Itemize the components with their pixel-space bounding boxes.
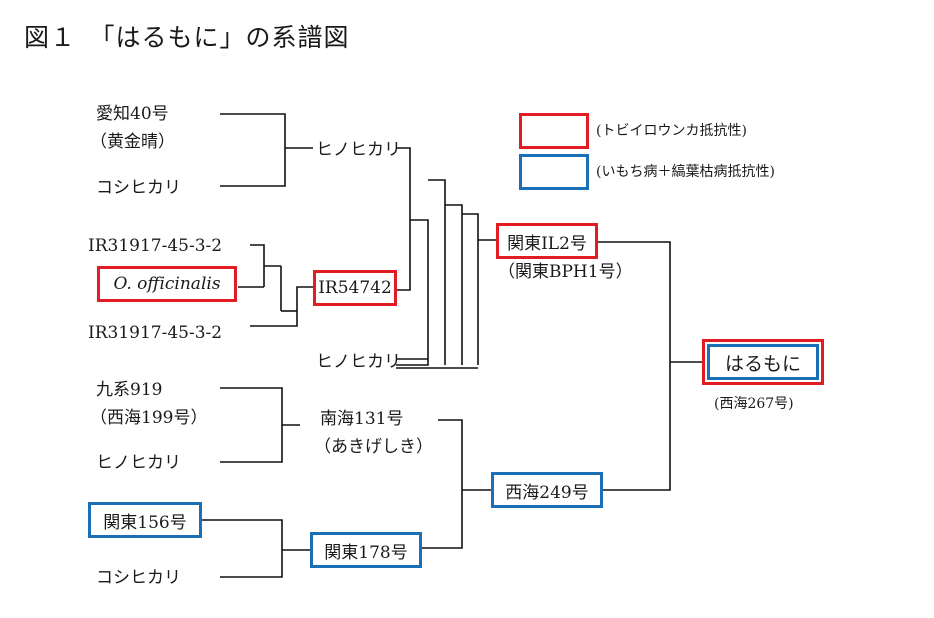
line-ir31917-1 — [250, 244, 265, 287]
node-kanto-il2: 関東IL2号 — [496, 223, 598, 259]
line-saikai249-out — [603, 362, 671, 491]
line-kanto-il2-out — [598, 241, 671, 362]
node-harumoni: はるもに — [707, 344, 819, 380]
line-bc-1 — [396, 219, 429, 366]
line-nankai131-out — [438, 419, 463, 490]
node-harumoni-outer: はるもに — [702, 339, 824, 385]
node-hinohikari-3: ヒノヒカリ — [96, 453, 181, 473]
node-koshihikari-2: コシヒカリ — [96, 568, 181, 588]
node-aichi40: 愛知40号 — [96, 104, 169, 124]
line-koshihikari-2 — [220, 550, 283, 578]
node-saikai267: (西海267号) — [714, 396, 794, 412]
node-o-officinalis: O. officinalis — [97, 266, 237, 302]
legend-blue-label: (いもち病＋縞葉枯病抵抗性) — [596, 164, 775, 180]
line-bc-4 — [462, 213, 479, 365]
line-aichi40 — [220, 113, 286, 148]
node-nankai131: 南海131号 — [320, 409, 404, 429]
line-bc-3 — [445, 204, 463, 365]
line-hinohikari-3 — [220, 425, 283, 463]
node-koshihikari-1: コシヒカリ — [96, 178, 181, 198]
line-hinohikari-1-out — [396, 147, 411, 291]
node-ir31917-1: IR31917-45-3-2 — [88, 236, 223, 256]
legend-red-swatch — [519, 113, 589, 149]
node-saikai199: （西海199号） — [90, 408, 208, 428]
node-ogonbare: （黄金晴） — [90, 132, 175, 152]
node-ir54742: IR54742 — [313, 270, 397, 306]
legend-red-label: (トビイロウンカ抵抗性) — [596, 123, 747, 139]
line-kyukei919 — [220, 387, 283, 425]
page-title: 図１ 「はるもに」の系譜図 — [24, 23, 350, 52]
node-saikai249: 西海249号 — [491, 472, 603, 508]
legend-blue-swatch — [519, 154, 589, 190]
node-kyukei919: 九系919 — [96, 380, 163, 400]
node-ir31917-2: IR31917-45-3-2 — [88, 323, 223, 343]
line-kanto156 — [202, 519, 283, 550]
node-kanto156: 関東156号 — [88, 502, 202, 538]
node-kanto178: 関東178号 — [310, 532, 422, 568]
node-kanto-bph1: （関東BPH1号） — [498, 262, 633, 282]
line-ir31917-2 — [250, 286, 313, 327]
node-hinohikari-2: ヒノヒカリ — [316, 352, 401, 372]
line-koshihikari-1 — [220, 148, 286, 187]
node-akigeshiki: （あきげしき） — [314, 437, 433, 457]
line-bc-2 — [428, 179, 446, 365]
line-kanto178-out — [422, 490, 463, 549]
node-hinohikari-1: ヒノヒカリ — [316, 140, 401, 160]
